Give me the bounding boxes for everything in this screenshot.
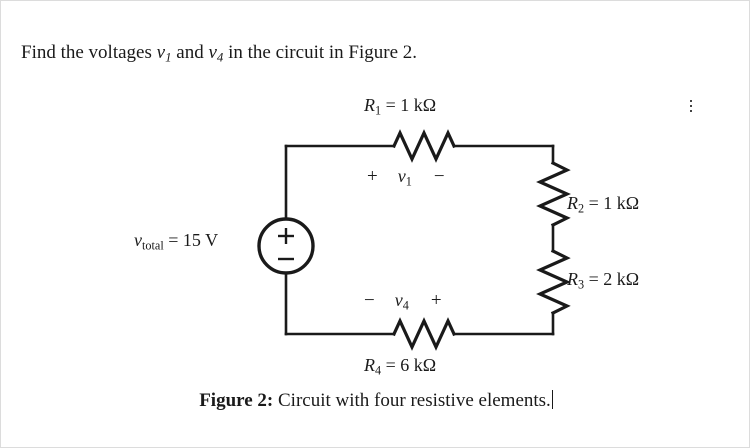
page-edge-artifact bbox=[690, 100, 692, 114]
resistor-r2-label: R2 = 1 kΩ bbox=[567, 193, 639, 218]
figure-caption: Figure 2: Circuit with four resistive el… bbox=[1, 389, 749, 413]
resistor-r4-value: = 6 kΩ bbox=[381, 355, 437, 375]
resistor-r2-subscript: 2 bbox=[578, 201, 585, 216]
text-cursor-caret bbox=[551, 390, 553, 409]
voltage-source-circle bbox=[257, 217, 315, 275]
v1-left-sign: + bbox=[367, 166, 378, 187]
resistor-r1-zigzag bbox=[391, 129, 457, 163]
resistor-r3-value: = 2 kΩ bbox=[584, 269, 640, 289]
resistor-r3-zigzag bbox=[536, 248, 571, 316]
circuit-diagram: R1 = 1 kΩ +v1− R2 = 1 kΩ R3 = 2 kΩ vtota… bbox=[1, 83, 749, 383]
resistor-r2-value: = 1 kΩ bbox=[584, 193, 640, 213]
figure-caption-text: Circuit with four resistive elements. bbox=[273, 390, 551, 411]
v1-polarity-group: + v1 − bbox=[367, 166, 445, 191]
question-prompt: Find the voltages v1 and v4 in the circu… bbox=[21, 41, 417, 70]
resistor-r3-subscript: 3 bbox=[578, 277, 585, 292]
resistor-r1-symbol: R bbox=[364, 95, 375, 115]
source-subscript: total bbox=[142, 238, 164, 253]
resistor-r2-zigzag bbox=[536, 160, 571, 228]
figure-caption-number: Figure 2: bbox=[199, 390, 274, 411]
prompt-text-part2: and bbox=[171, 42, 209, 63]
source-plus-icon bbox=[278, 228, 294, 244]
resistor-r3-symbol: R bbox=[567, 269, 578, 289]
source-value: = 15 V bbox=[163, 230, 219, 250]
v4-left-sign: − bbox=[364, 290, 375, 311]
source-symbol: v bbox=[134, 230, 142, 250]
resistor-r1-label: R1 = 1 kΩ bbox=[364, 95, 436, 120]
prompt-var-v4: v4 bbox=[208, 42, 224, 65]
v1-right-sign: − bbox=[433, 166, 445, 187]
resistor-r1-value: = 1 kΩ bbox=[381, 95, 437, 115]
v1-symbol: v bbox=[397, 166, 406, 186]
resistor-r4-zigzag bbox=[391, 317, 457, 351]
prompt-text-part3: in the circuit in Figure 2. bbox=[223, 42, 418, 63]
v1-subscript: 1 bbox=[405, 174, 412, 189]
prompt-var-v1-subscript: 1 bbox=[165, 49, 172, 65]
voltage-source-label: vtotal = 15 V bbox=[134, 230, 218, 255]
v4-subscript: 4 bbox=[402, 298, 409, 313]
resistor-r4-label: R4 = 6 kΩ bbox=[364, 355, 436, 380]
prompt-var-v1: v1 bbox=[156, 42, 172, 65]
resistor-r4-symbol: R bbox=[364, 355, 375, 375]
prompt-var-v4-subscript: 4 bbox=[216, 49, 224, 65]
resistor-r4-subscript: 4 bbox=[375, 363, 382, 378]
resistor-r1-subscript: 1 bbox=[375, 103, 382, 118]
v4-polarity-group: −v4 + bbox=[364, 290, 442, 315]
v4-symbol: v bbox=[394, 290, 403, 310]
resistor-r2-symbol: R bbox=[567, 193, 578, 213]
prompt-text-part1: Find the voltages bbox=[21, 42, 157, 63]
v4-right-sign: + bbox=[430, 290, 442, 311]
resistor-r3-label: R3 = 2 kΩ bbox=[567, 269, 639, 294]
voltage-label-v4: −v4 + bbox=[364, 290, 442, 315]
voltage-label-v1: + v1 − bbox=[367, 166, 445, 191]
circuit-schematic-svg bbox=[257, 129, 571, 351]
